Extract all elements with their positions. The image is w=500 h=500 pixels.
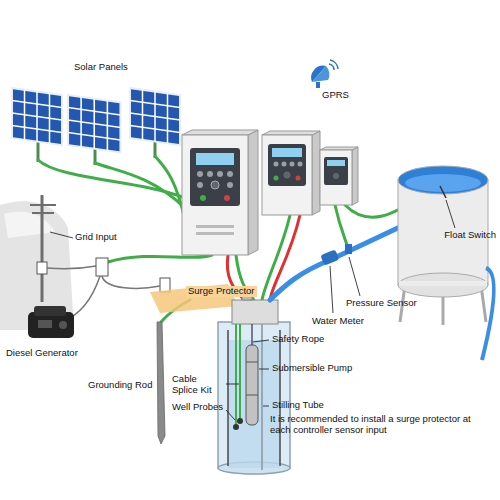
part-label: Well Probes <box>172 402 223 413</box>
part-label: Water Meter <box>312 316 364 327</box>
part-label: Float Switch <box>444 230 496 241</box>
part-label: Submersible Pump <box>272 363 352 374</box>
note-text: It is recommended to install a surge pro… <box>270 414 480 436</box>
part-label: Safety Rope <box>272 334 324 345</box>
part-label: Cable Splice Kit <box>172 374 224 396</box>
part-label: GPRS <box>322 90 349 101</box>
part-label: Pressure Sensor <box>346 298 417 309</box>
part-label: Stilling Tube <box>272 400 324 411</box>
part-label: Surge Protector <box>186 286 257 297</box>
part-label: Grid Input <box>75 232 117 243</box>
part-label: Grounding Rod <box>88 380 152 391</box>
part-label: Solar Panels <box>74 62 128 73</box>
part-label: Diesel Generator <box>6 348 78 359</box>
